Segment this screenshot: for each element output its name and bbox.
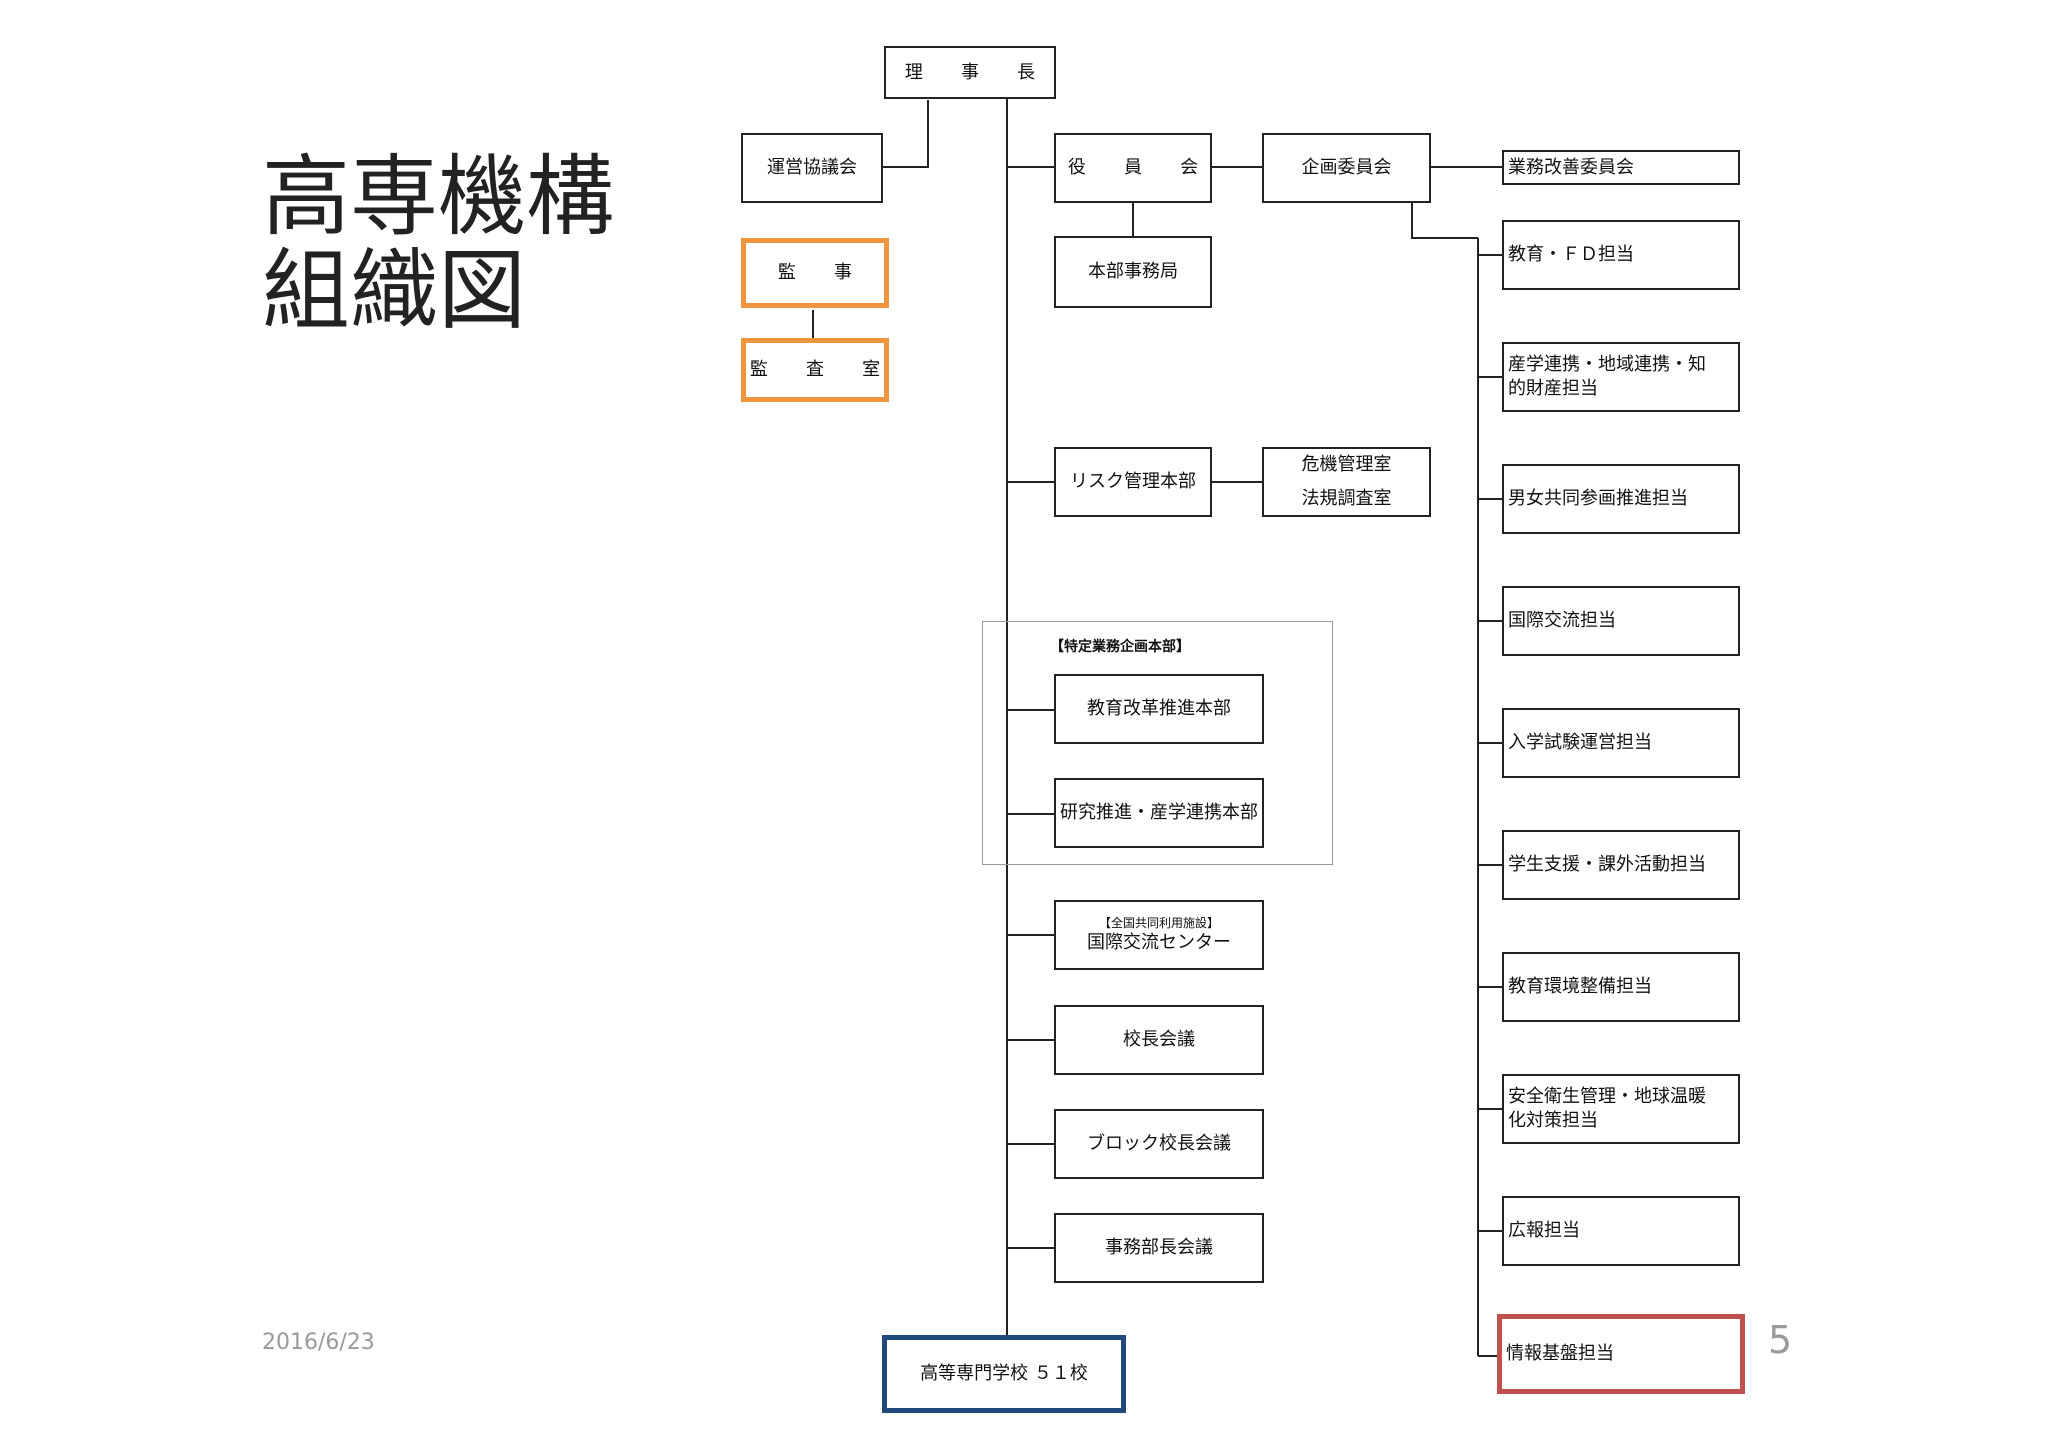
crisis-legal-box: 危機管理室 法規調査室 xyxy=(1262,447,1431,517)
committee-box-9: 安全衛生管理・地球温暖化対策担当 xyxy=(1502,1074,1740,1144)
committee-box-6: 入学試験運営担当 xyxy=(1502,708,1740,778)
risk-hq-label: リスク管理本部 xyxy=(1070,471,1196,492)
committee-label-10: 広報担当 xyxy=(1508,1220,1580,1241)
page-number: 5 xyxy=(1768,1318,1793,1362)
committee-label-1: 業務改善委員会 xyxy=(1508,156,1634,178)
planning-committee-box: 企画委員会 xyxy=(1262,133,1431,203)
committee-label-9: 安全衛生管理・地球温暖化対策担当 xyxy=(1508,1086,1706,1131)
chairman-box: 理 事 長 xyxy=(884,46,1056,99)
audit-office-box: 監 査 室 xyxy=(741,338,889,402)
committee-label-6: 入学試験運営担当 xyxy=(1508,732,1652,753)
edu-reform-hq-box: 教育改革推進本部 xyxy=(1054,674,1264,744)
committee-box-3: 産学連携・地域連携・知的財産担当 xyxy=(1502,342,1740,412)
research-hq-label: 研究推進・産学連携本部 xyxy=(1060,802,1258,823)
planning-committee-label: 企画委員会 xyxy=(1301,157,1392,178)
committee-box-4: 男女共同参画推進担当 xyxy=(1502,464,1740,534)
research-hq-box: 研究推進・産学連携本部 xyxy=(1054,778,1264,848)
special-hq-group-label: 【特定業務企画本部】 xyxy=(1050,639,1190,655)
committee-box-8: 教育環境整備担当 xyxy=(1502,952,1740,1022)
audit-office-label: 監 査 室 xyxy=(749,359,897,380)
committee-box-11: 情報基盤担当 xyxy=(1497,1314,1745,1394)
committee-label-11: 情報基盤担当 xyxy=(1506,1343,1614,1364)
block-meeting-label: ブロック校長会議 xyxy=(1087,1133,1231,1154)
legal-office-label: 法規調査室 xyxy=(1301,488,1392,509)
headquarters-label: 本部事務局 xyxy=(1088,261,1178,282)
council-box: 運営協議会 xyxy=(741,133,883,203)
auditor-label: 監 事 xyxy=(777,262,869,283)
block-meeting-box: ブロック校長会議 xyxy=(1054,1109,1264,1179)
council-label: 運営協議会 xyxy=(767,157,857,178)
chairman-label: 理 事 長 xyxy=(904,61,1052,83)
committee-box-5: 国際交流担当 xyxy=(1502,586,1740,656)
principals-meeting-label: 校長会議 xyxy=(1123,1029,1195,1050)
board-box: 役 員 会 xyxy=(1054,133,1212,203)
committee-label-8: 教育環境整備担当 xyxy=(1508,976,1652,997)
title-line-1: 高専機構 xyxy=(262,145,615,248)
footer-date: 2016/6/23 xyxy=(262,1330,375,1355)
board-label: 役 員 会 xyxy=(1067,157,1215,178)
page-title: 高専機構 組織図 xyxy=(262,150,682,338)
special-hq-group xyxy=(982,621,1333,865)
committee-label-3: 産学連携・地域連携・知的財産担当 xyxy=(1508,354,1706,399)
colleges-label: 高等専門学校 ５１校 xyxy=(920,1363,1088,1384)
crisis-office-label: 危機管理室 xyxy=(1301,454,1392,475)
headquarters-box: 本部事務局 xyxy=(1054,236,1212,308)
admin-meeting-box: 事務部長会議 xyxy=(1054,1213,1264,1283)
title-line-2: 組織図 xyxy=(262,239,527,342)
committee-box-2: 教育・ＦＤ担当 xyxy=(1502,220,1740,290)
committee-box-1: 業務改善委員会 xyxy=(1502,150,1740,185)
auditor-box: 監 事 xyxy=(741,238,889,308)
intl-center-box: 【全国共同利用施設】 国際交流センター xyxy=(1054,900,1264,970)
admin-meeting-label: 事務部長会議 xyxy=(1105,1237,1213,1258)
committee-label-4: 男女共同参画推進担当 xyxy=(1508,488,1688,509)
committee-box-10: 広報担当 xyxy=(1502,1196,1740,1266)
edu-reform-hq-label: 教育改革推進本部 xyxy=(1087,698,1231,719)
committee-label-7: 学生支援・課外活動担当 xyxy=(1508,854,1706,875)
intl-center-sub-label: 【全国共同利用施設】 xyxy=(1098,916,1219,930)
committee-label-5: 国際交流担当 xyxy=(1508,610,1616,631)
committee-box-7: 学生支援・課外活動担当 xyxy=(1502,830,1740,900)
intl-center-label: 国際交流センター xyxy=(1087,932,1231,953)
risk-hq-box: リスク管理本部 xyxy=(1054,447,1212,517)
colleges-box: 高等専門学校 ５１校 xyxy=(882,1335,1126,1413)
principals-meeting-box: 校長会議 xyxy=(1054,1005,1264,1075)
committee-label-2: 教育・ＦＤ担当 xyxy=(1508,244,1634,265)
